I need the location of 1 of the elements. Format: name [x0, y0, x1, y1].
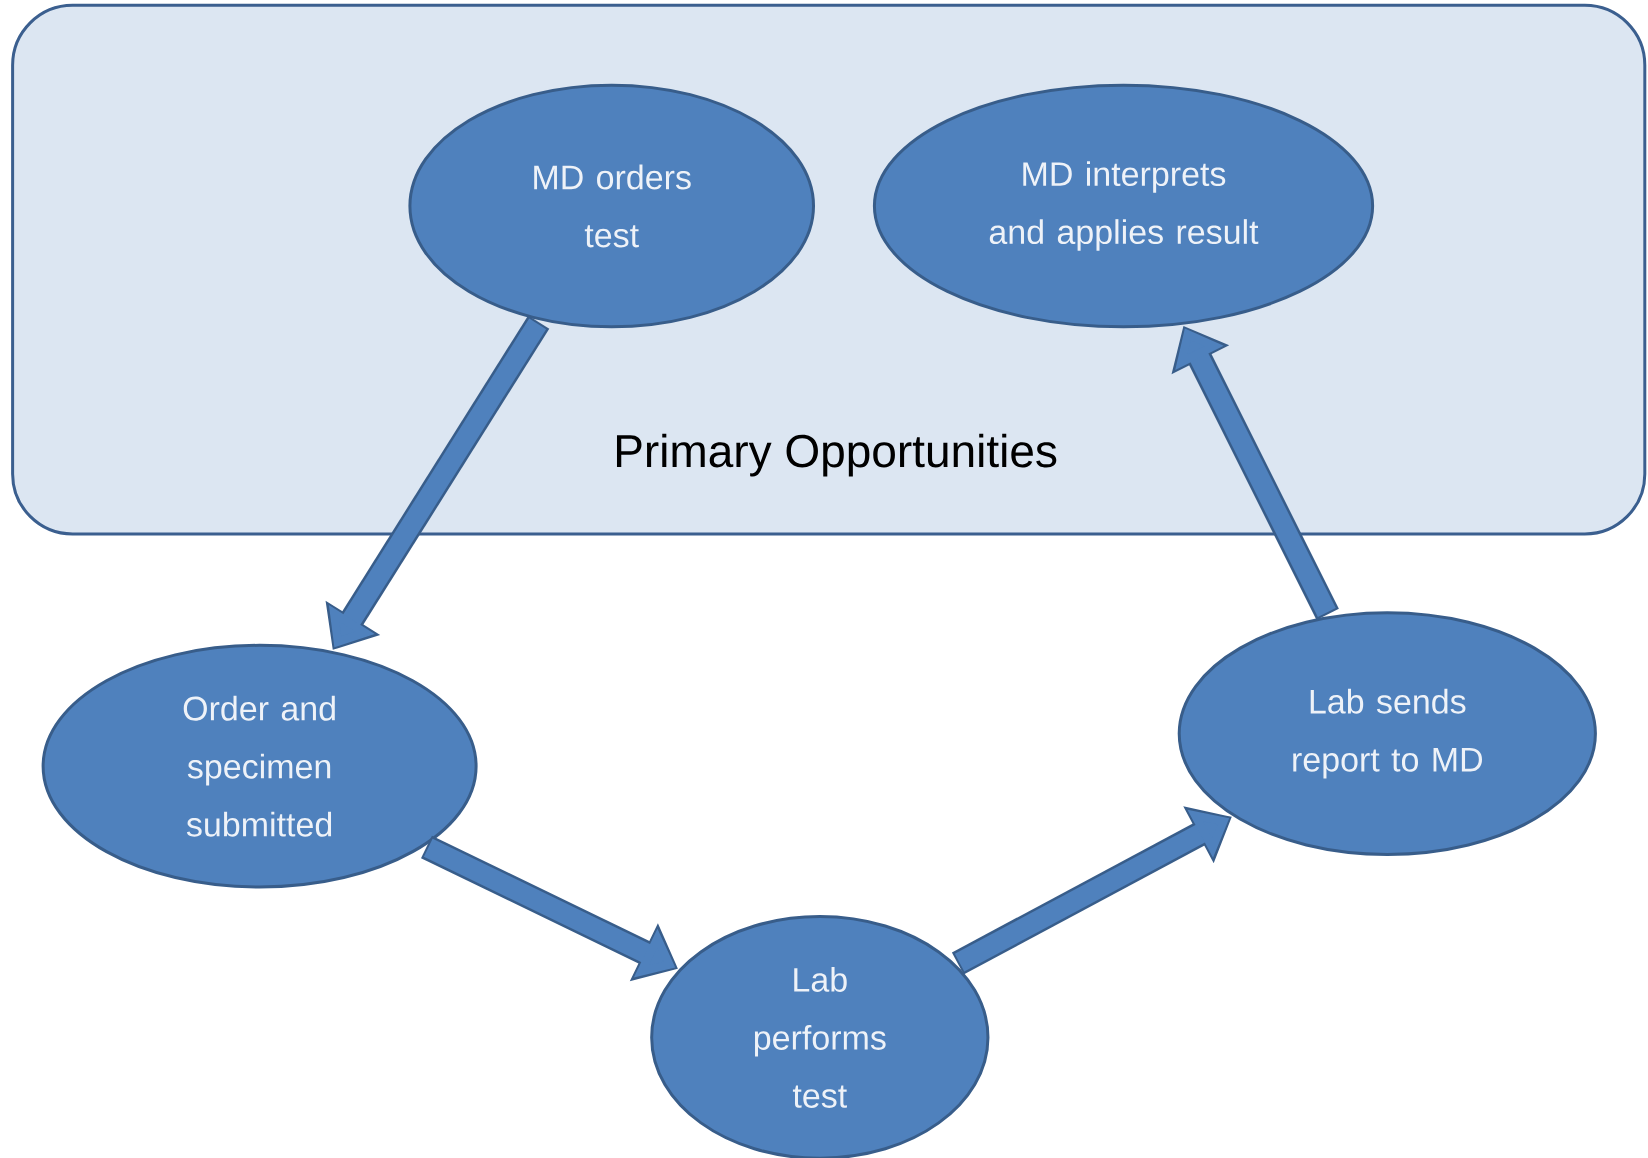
band-title: Primary Opportunities	[617, 433, 1057, 477]
